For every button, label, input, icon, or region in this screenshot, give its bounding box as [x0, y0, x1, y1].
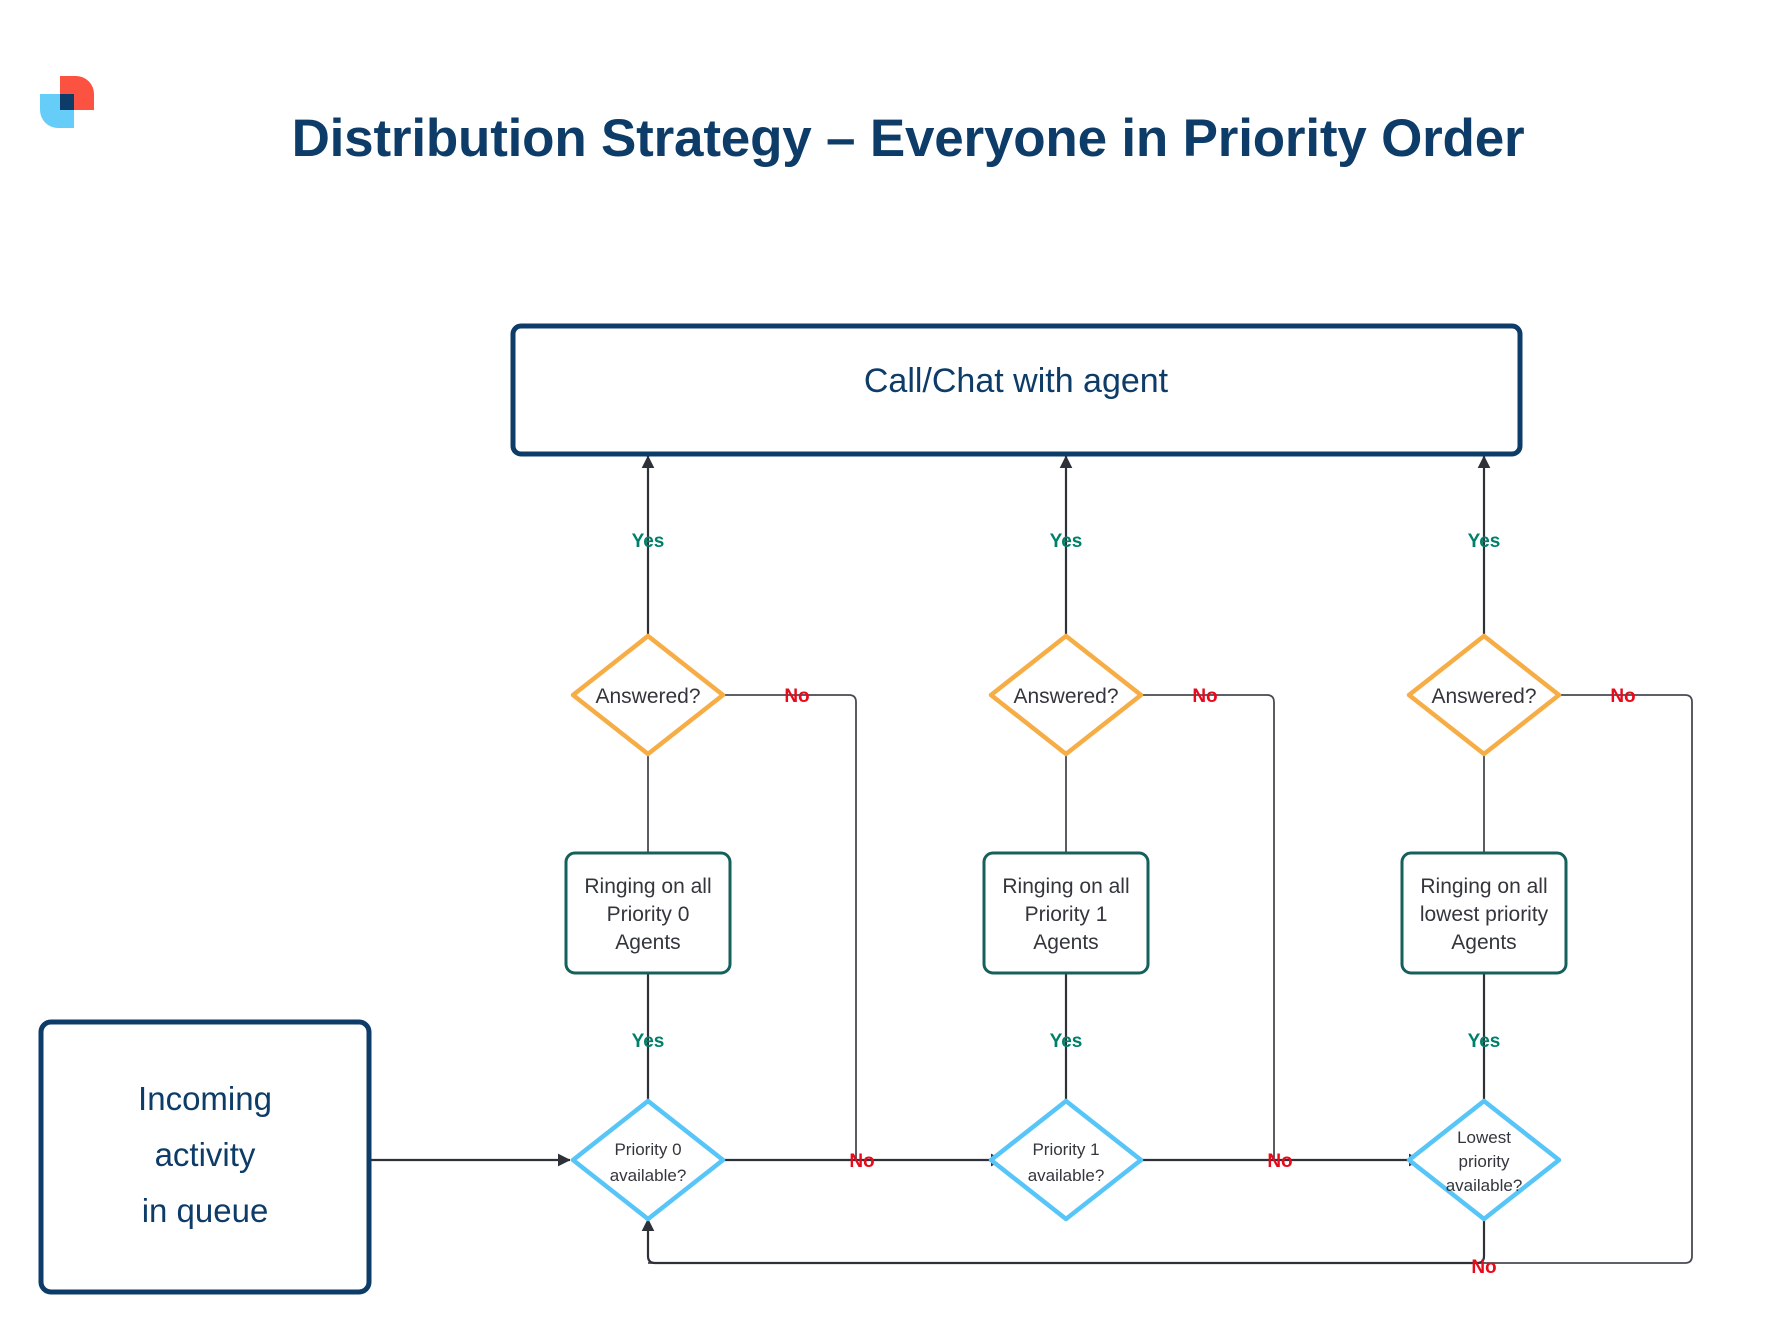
- edge-answered1-no: [1140, 694, 1275, 1160]
- avail-0-line1: Priority 0: [614, 1140, 681, 1159]
- edge-label-yes-answered-2: Yes: [1468, 531, 1501, 552]
- call-chat-label: Call/Chat with agent: [864, 362, 1169, 400]
- ringing-2-box[interactable]: [1400, 851, 1568, 975]
- edge-answered0-no: [722, 694, 857, 1160]
- incoming-activity-line2: activity: [155, 1136, 256, 1173]
- answered-1-diamond[interactable]: [988, 633, 1144, 757]
- node-avail-2[interactable]: Lowest priority available?: [1406, 1098, 1562, 1222]
- edge-label-no-avail-2: No: [1471, 1257, 1496, 1278]
- edge-label-no-answered-1: No: [1192, 686, 1217, 707]
- avail-1-diamond[interactable]: [988, 1098, 1144, 1222]
- avail-1-line1: Priority 1: [1032, 1140, 1099, 1159]
- answered-0-label: Answered?: [595, 685, 700, 708]
- avail-1-line2: available?: [1028, 1166, 1105, 1185]
- ringing-2-line3: Agents: [1451, 931, 1516, 954]
- avail-2-line2: priority: [1458, 1152, 1510, 1171]
- ringing-2-line1: Ringing on all: [1420, 875, 1547, 898]
- avail-0-diamond[interactable]: [570, 1098, 726, 1222]
- ringing-1-box[interactable]: [982, 851, 1150, 975]
- ringing-0-line2: Priority 0: [607, 903, 690, 926]
- answered-0-diamond[interactable]: [570, 633, 726, 757]
- edge-label-yes-avail-1: Yes: [1050, 1031, 1083, 1052]
- node-ringing-2[interactable]: Ringing on all lowest priority Agents: [1400, 851, 1568, 975]
- edge-label-no-answered-2: No: [1610, 686, 1635, 707]
- avail-2-line3: available?: [1446, 1176, 1523, 1195]
- node-answered-0[interactable]: Answered?: [570, 633, 726, 757]
- node-ringing-1[interactable]: Ringing on all Priority 1 Agents: [982, 851, 1150, 975]
- ringing-0-line3: Agents: [615, 931, 680, 954]
- answered-1-label: Answered?: [1013, 685, 1118, 708]
- incoming-activity-line1: Incoming: [138, 1080, 272, 1117]
- answered-2-diamond[interactable]: [1406, 633, 1562, 757]
- avail-0-line2: available?: [610, 1166, 687, 1185]
- avail-2-line1: Lowest: [1457, 1128, 1511, 1147]
- edge-label-yes-avail-2: Yes: [1468, 1031, 1501, 1052]
- node-call-chat-with-agent[interactable]: Call/Chat with agent: [510, 323, 1523, 457]
- answered-2-label: Answered?: [1431, 685, 1536, 708]
- call-chat-box[interactable]: [510, 323, 1523, 457]
- node-avail-0[interactable]: Priority 0 available?: [570, 1098, 726, 1222]
- brand-logo: [34, 68, 102, 136]
- avail-2-diamond[interactable]: [1406, 1098, 1562, 1222]
- node-answered-2[interactable]: Answered?: [1406, 633, 1562, 757]
- ringing-1-line3: Agents: [1033, 931, 1098, 954]
- node-ringing-0[interactable]: Ringing on all Priority 0 Agents: [564, 851, 732, 975]
- ringing-0-box[interactable]: [564, 851, 732, 975]
- node-avail-1[interactable]: Priority 1 available?: [988, 1098, 1144, 1222]
- edge-label-no-avail-0: No: [849, 1151, 874, 1172]
- incoming-activity-box[interactable]: [38, 1019, 372, 1295]
- ringing-1-line2: Priority 1: [1025, 903, 1108, 926]
- page-title: Distribution Strategy – Everyone in Prio…: [291, 109, 1525, 168]
- ringing-2-line2: lowest priority: [1420, 903, 1549, 926]
- node-incoming-activity[interactable]: Incoming activity in queue: [38, 1019, 372, 1295]
- edge-label-yes-answered-1: Yes: [1050, 531, 1083, 552]
- node-answered-1[interactable]: Answered?: [988, 633, 1144, 757]
- brand-logo-icon: [40, 76, 94, 128]
- ringing-1-line1: Ringing on all: [1002, 875, 1129, 898]
- incoming-activity-line3: in queue: [142, 1192, 269, 1229]
- edge-avail2-no-return: [641, 1216, 1486, 1265]
- edge-label-yes-answered-0: Yes: [632, 531, 665, 552]
- ringing-0-line1: Ringing on all: [584, 875, 711, 898]
- edge-label-yes-avail-0: Yes: [632, 1031, 665, 1052]
- edge-label-no-avail-1: No: [1267, 1151, 1292, 1172]
- edge-label-no-answered-0: No: [784, 686, 809, 707]
- edge-answered2-no: [648, 694, 1693, 1264]
